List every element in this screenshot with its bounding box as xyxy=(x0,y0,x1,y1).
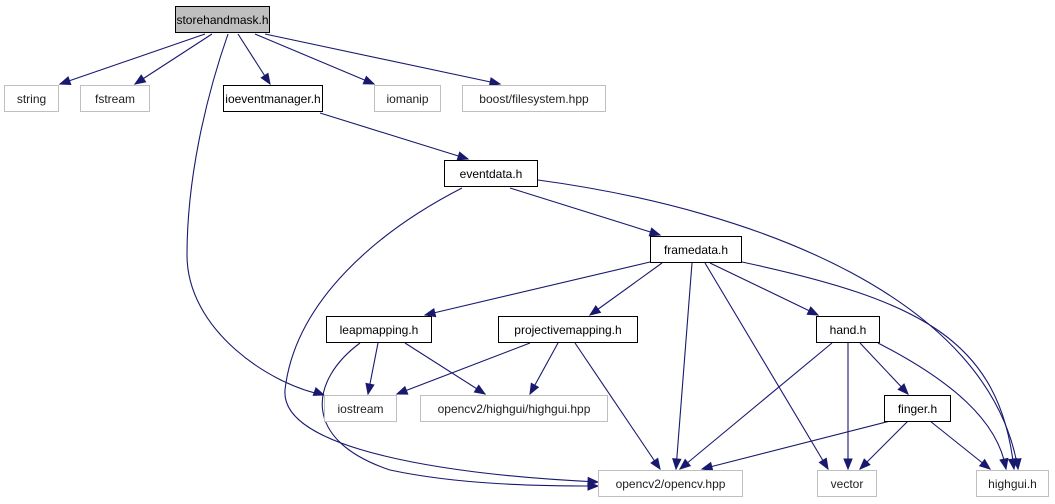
edge-framedata-vector xyxy=(704,262,829,470)
node-iomanip: iomanip xyxy=(374,85,441,112)
edge-finger-opencv xyxy=(701,420,891,470)
edge-storehandmask-iomanip xyxy=(254,33,375,85)
edge-eventdata-framedata xyxy=(509,187,661,236)
arrowhead-framedata-hand xyxy=(806,306,820,316)
edge-framedata-projectivemapping xyxy=(589,262,663,316)
arrowhead-framedata-vector xyxy=(818,457,829,471)
arrowhead-storehandmask-boost xyxy=(488,77,502,87)
edge-eventdata-highgui-h xyxy=(537,179,1019,470)
arrowhead-hand-highgui-h xyxy=(999,457,1009,471)
arrowhead-projectivemapping-highgui-hpp xyxy=(529,382,540,396)
edge-eventdata-opencv xyxy=(284,187,599,483)
edge-hand-highgui-h xyxy=(877,342,1007,470)
edge-framedata-highgui-h xyxy=(741,261,1015,470)
arrowhead-hand-vector xyxy=(843,458,853,471)
arrowhead-finger-vector xyxy=(859,458,871,470)
arrowhead-finger-opencv xyxy=(700,461,714,471)
arrowhead-framedata-projectivemapping xyxy=(588,305,602,316)
node-highgui-hpp: opencv2/highgui/highgui.hpp xyxy=(420,395,608,422)
node-vector: vector xyxy=(817,470,877,497)
node-framedata[interactable]: framedata.h xyxy=(650,236,742,263)
arrowhead-hand-finger xyxy=(897,383,909,395)
edge-finger-highgui-h xyxy=(929,420,991,470)
node-ioeventmanager[interactable]: ioeventmanager.h xyxy=(223,85,323,112)
arrowhead-storehandmask-iomanip xyxy=(362,75,376,85)
node-projectivemapping[interactable]: projectivemapping.h xyxy=(498,316,638,343)
edge-framedata-opencv xyxy=(675,262,693,470)
node-hand[interactable]: hand.h xyxy=(816,316,880,343)
edge-hand-finger xyxy=(859,342,909,395)
edge-storehandmask-iostream xyxy=(186,33,325,396)
edge-projectivemapping-opencv xyxy=(574,342,661,470)
arrowhead-projectivemapping-opencv xyxy=(650,457,661,471)
arrowhead-finger-highgui-h xyxy=(978,458,992,470)
node-finger[interactable]: finger.h xyxy=(884,395,951,422)
arrowhead-storehandmask-iostream xyxy=(312,387,326,396)
arrowhead-ioeventmanager-eventdata xyxy=(456,151,470,161)
edge-ioeventmanager-eventdata xyxy=(319,112,469,160)
arrowhead-framedata-opencv xyxy=(672,458,682,471)
node-highgui-h: highgui.h xyxy=(976,470,1049,497)
arrowhead-framedata-highgui-h xyxy=(1007,457,1018,471)
arrowhead-leapmapping-opencv xyxy=(587,481,600,491)
node-iostream: iostream xyxy=(324,395,397,422)
edge-framedata-leapmapping xyxy=(424,261,651,316)
edge-framedata-hand xyxy=(709,262,819,316)
node-storehandmask[interactable]: storehandmask.h xyxy=(175,6,270,33)
arrowhead-framedata-leapmapping xyxy=(423,307,437,318)
edge-leapmapping-opencv xyxy=(321,342,599,487)
arrowhead-storehandmask-fstream xyxy=(133,74,147,85)
arrowhead-leapmapping-iostream xyxy=(365,382,375,396)
edge-storehandmask-boost xyxy=(264,33,501,85)
node-string: string xyxy=(4,85,59,112)
edge-leapmapping-highgui-hpp xyxy=(404,342,486,395)
node-eventdata[interactable]: eventdata.h xyxy=(444,160,538,187)
edge-projectivemapping-iostream xyxy=(396,342,531,395)
arrowhead-storehandmask-string xyxy=(58,76,72,86)
node-opencv-hpp: opencv2/opencv.hpp xyxy=(598,470,743,497)
edge-storehandmask-fstream xyxy=(134,33,213,85)
edge-finger-vector xyxy=(859,420,909,470)
edge-storehandmask-string xyxy=(59,33,206,85)
arrowhead-eventdata-framedata xyxy=(648,227,662,237)
node-leapmapping[interactable]: leapmapping.h xyxy=(326,316,432,343)
arrowhead-storehandmask-ioeventmanager xyxy=(260,72,271,86)
arrowhead-hand-opencv xyxy=(678,458,692,470)
node-boost-filesystem: boost/filesystem.hpp xyxy=(462,85,606,112)
edge-hand-opencv xyxy=(679,342,833,470)
node-fstream: fstream xyxy=(80,85,150,112)
arrowhead-leapmapping-highgui-hpp xyxy=(473,384,487,395)
arrowhead-projectivemapping-iostream xyxy=(395,385,409,395)
